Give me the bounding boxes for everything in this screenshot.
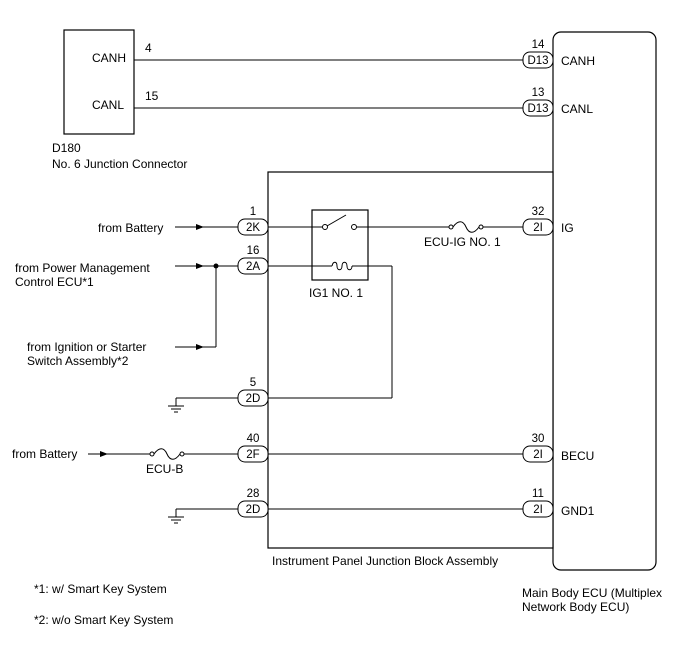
fuse-ecu-ig-end-b: [478, 224, 484, 230]
ecu-canl-label: CANL: [561, 102, 593, 116]
fuse-ecu-b-end-b: [179, 451, 185, 457]
ecu-canl-pin-num: 13: [532, 87, 545, 99]
jb-pin28-num: 28: [247, 488, 260, 500]
jb-pin5-conn-label: 2D: [246, 393, 261, 405]
ecu-name-line2: Network Body ECU): [522, 600, 629, 614]
jb-pin16-conn-label: 2A: [246, 261, 260, 273]
ecu-becu-label: BECU: [561, 449, 594, 463]
d180-canl-pin: 15: [145, 89, 159, 103]
d180-name: No. 6 Junction Connector: [52, 157, 187, 171]
input-ign-line2: Switch Assembly*2: [27, 354, 129, 368]
input-battery-2: from Battery: [12, 447, 77, 461]
ecu-canh-connector: [522, 51, 554, 69]
d180-canl-label: CANL: [92, 98, 124, 112]
relay-contact-a: [322, 224, 328, 230]
ecu-canl-conn-label: D13: [527, 103, 548, 115]
ecu-becu-connector: [522, 445, 554, 463]
input-pm-line2: Control ECU*1: [15, 275, 94, 289]
d180-connector-box: [63, 29, 135, 135]
fuse-ecu-ig-end-a: [448, 224, 454, 230]
input-battery-1: from Battery: [98, 221, 163, 235]
input-ign-line1: from Ignition or Starter: [27, 340, 146, 354]
ecu-ig-label: IG: [561, 221, 574, 235]
relay-contact-b: [351, 224, 357, 230]
ecu-gnd1-pin-num: 11: [532, 488, 544, 500]
jb-pin40-num: 40: [247, 433, 260, 445]
ecu-ig-conn-label: 2I: [533, 222, 543, 234]
battery2-arrow: [100, 451, 108, 457]
ground2-icon: [168, 509, 184, 524]
d180-canh-pin: 4: [145, 41, 152, 55]
ecu-canh-pin-num: 14: [532, 39, 545, 51]
fuse-ecu-b-label: ECU-B: [146, 462, 183, 476]
ecu-becu-pin-num: 30: [532, 433, 545, 445]
ecu-becu-conn-label: 2I: [533, 449, 543, 461]
junction-block-box: [267, 171, 554, 549]
d180-ref: D180: [52, 141, 81, 155]
ecu-ig-connector: [522, 218, 554, 236]
jb-pin28-conn-label: 2D: [246, 504, 261, 516]
note-2: *2: w/o Smart Key System: [34, 613, 173, 627]
junction-block-name: Instrument Panel Junction Block Assembly: [272, 554, 498, 568]
relay-coil-icon: [331, 261, 353, 271]
battery1-arrow: [196, 224, 204, 230]
ecu-canl-connector: [522, 99, 554, 117]
ground1-icon: [168, 398, 184, 413]
d180-canh-label: CANH: [92, 51, 126, 65]
ig1-relay-label: IG1 NO. 1: [309, 286, 363, 300]
ign-arrow: [196, 344, 204, 350]
note-1: *1: w/ Smart Key System: [34, 582, 167, 596]
ig1-relay-box: [311, 209, 369, 281]
fuse-ecu-ig-icon: [452, 221, 480, 233]
pm-arrow: [196, 263, 204, 269]
relay-switch-arm: [326, 214, 347, 227]
jb-pin1-conn-label: 2K: [246, 222, 260, 234]
fuse-ecu-ig-label: ECU-IG NO. 1: [424, 235, 501, 249]
ecu-canh-conn-label: D13: [527, 55, 548, 67]
ecu-canh-label: CANH: [561, 54, 595, 68]
jb-pin16-num: 16: [247, 245, 260, 257]
ecu-gnd1-connector: [522, 500, 554, 518]
input-pm-line1: from Power Management: [15, 261, 150, 275]
fuse-ecu-b-icon: [153, 448, 181, 460]
ecu-ig-pin-num: 32: [532, 206, 545, 218]
fuse-ecu-b-end-a: [149, 451, 155, 457]
jb-pin1-num: 1: [250, 206, 256, 218]
jb-pin40-conn-label: 2F: [246, 449, 259, 461]
ecu-gnd1-conn-label: 2I: [533, 504, 543, 516]
ecu-name-line1: Main Body ECU (Multiplex: [522, 586, 662, 600]
jb-pin5-num: 5: [250, 377, 256, 389]
ecu-gnd1-label: GND1: [561, 504, 595, 518]
